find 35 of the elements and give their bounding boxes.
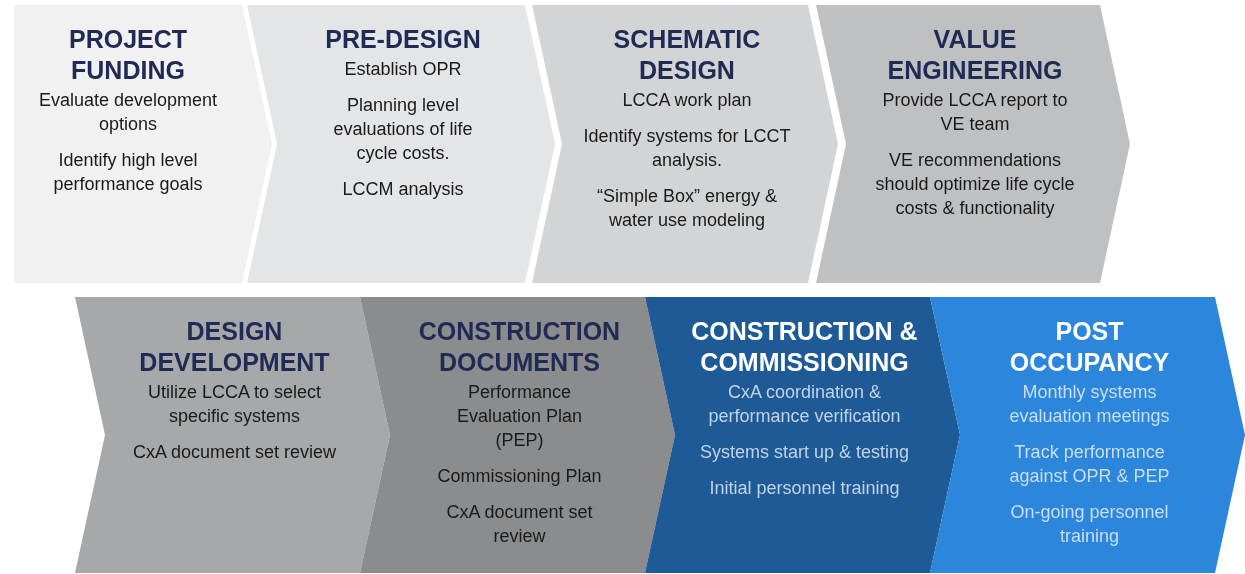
chevron-step [247, 5, 555, 283]
step-text: VE recommendations should optimize life cycle costs & functionality [874, 149, 1076, 220]
step-heading: CONSTRUCTION & COMMISSIONING [690, 316, 919, 378]
chevron-step [930, 297, 1245, 573]
step-text: Planning level evaluations of life cycle costs. [332, 94, 474, 165]
step-text: LCCM analysis [341, 178, 465, 201]
step-heading: PROJECT FUNDING [67, 24, 189, 86]
step-text: Provide LCCA report to VE team [881, 89, 1069, 136]
step-text: On-going personnel training [1009, 501, 1170, 548]
step-text: Systems start up & testing [698, 441, 911, 464]
step-heading: PRE-DESIGN [324, 24, 482, 55]
step-heading: SCHEMATIC DESIGN [612, 24, 762, 86]
step-text: Commissioning Plan [436, 465, 603, 488]
step-text: CxA coordination & performance verification [707, 381, 902, 428]
step-text: CxA document set review [131, 441, 338, 464]
step-heading: VALUE ENGINEERING [886, 24, 1064, 86]
step-text: CxA document set review [445, 501, 594, 548]
step-heading: DESIGN DEVELOPMENT [138, 316, 331, 378]
step-heading: CONSTRUCTION DOCUMENTS [417, 316, 622, 378]
step-text: Monthly systems evaluation meetings [1008, 381, 1171, 428]
step-text: Establish OPR [343, 58, 463, 81]
step-text: Identify systems for LCCT analysis. [582, 125, 792, 172]
chevron-step [532, 5, 838, 283]
step-text: Track performance against OPR & PEP [1008, 441, 1171, 488]
chevron-step [75, 297, 390, 573]
step-text: Performance Evaluation Plan (PEP) [455, 381, 584, 452]
step-text: “Simple Box” energy & water use modeling [595, 185, 779, 232]
step-text: Evaluate development options [37, 89, 219, 136]
chevron-step [816, 5, 1130, 283]
step-text: Initial personnel training [708, 477, 901, 500]
step-text: Utilize LCCA to select specific systems [146, 381, 323, 428]
chevron-step [14, 5, 272, 283]
step-heading: POST OCCUPANCY [1008, 316, 1171, 378]
step-text: LCCA work plan [621, 89, 753, 112]
step-text: Identify high level performance goals [52, 149, 204, 196]
